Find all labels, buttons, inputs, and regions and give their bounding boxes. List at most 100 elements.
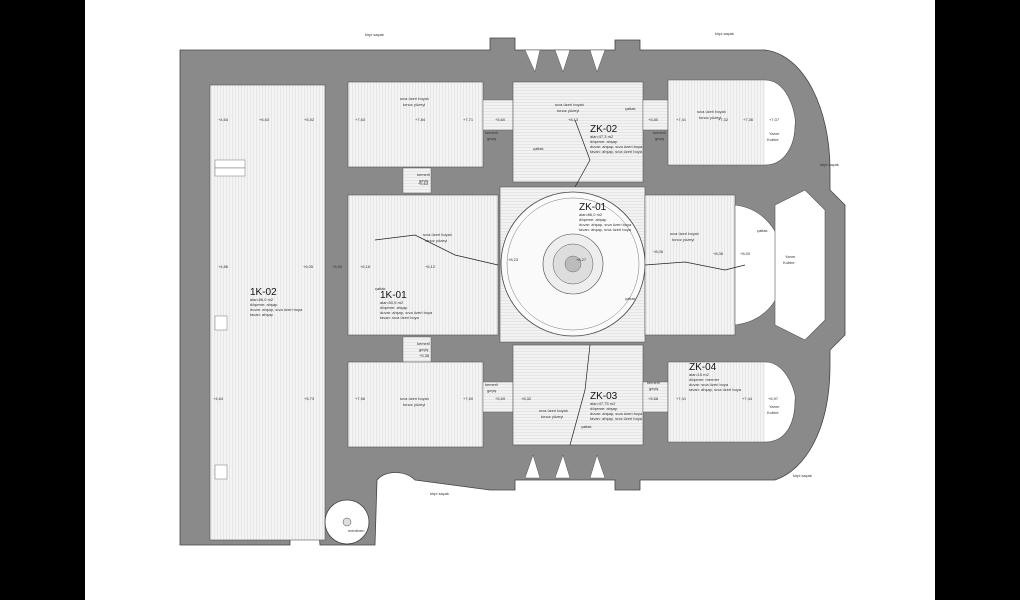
svg-text:alan:15 m2: alan:15 m2	[689, 372, 710, 377]
svg-text:tonoz yüzeyi: tonoz yüzeyi	[699, 115, 721, 120]
svg-text:tavan: ahşap: tavan: ahşap	[250, 312, 274, 317]
svg-text:tavan: sıva üzeri boya: tavan: sıva üzeri boya	[380, 315, 420, 320]
room-1k-01	[347, 194, 499, 336]
svg-text:tonoz yüzeyi: tonoz yüzeyi	[403, 402, 425, 407]
svg-text:+7,32: +7,32	[718, 117, 729, 122]
svg-text:sıva üzeri boyalı: sıva üzeri boyalı	[539, 408, 568, 413]
svg-text:+5,68: +5,68	[648, 396, 659, 401]
svg-text:+8,32: +8,32	[521, 396, 532, 401]
svg-text:döşeme: mermer: döşeme: mermer	[689, 377, 720, 382]
svg-text:merdiven: merdiven	[348, 528, 364, 533]
svg-text:+4,64: +4,64	[213, 396, 224, 401]
svg-text:alan:47,75 m2: alan:47,75 m2	[590, 401, 616, 406]
svg-text:sıva üzeri boyalı: sıva üzeri boyalı	[670, 231, 699, 236]
svg-text:+8,06: +8,06	[653, 249, 664, 254]
svg-text:sıva üzeri boyalı: sıva üzeri boyalı	[697, 109, 726, 114]
svg-text:geçiş: geçiş	[419, 347, 428, 352]
svg-text:çatlak: çatlak	[581, 424, 591, 429]
svg-text:çatlak: çatlak	[533, 146, 543, 151]
svg-text:+7,41: +7,41	[676, 117, 687, 122]
svg-text:duvar: ahşap, sıva üzeri boya: duvar: ahşap, sıva üzeri boya	[590, 411, 643, 416]
room-zk-02	[512, 81, 644, 183]
svg-text:kemerli: kemerli	[485, 130, 498, 135]
svg-text:tonoz yüzeyi: tonoz yüzeyi	[672, 237, 694, 242]
svg-text:+4,86: +4,86	[218, 264, 229, 269]
svg-text:+7,36: +7,36	[743, 117, 754, 122]
svg-text:+5,52: +5,52	[304, 117, 315, 122]
svg-text:+8,00: +8,00	[740, 251, 751, 256]
svg-text:kirpi saçak: kirpi saçak	[430, 491, 449, 496]
floor-plan-canvas: 1K-02 alan:86,0 m2 döşeme: ahşap duvar: …	[85, 0, 935, 600]
svg-text:alan:47,3 m2: alan:47,3 m2	[590, 134, 614, 139]
svg-text:tonoz yüzeyi: tonoz yüzeyi	[541, 414, 563, 419]
svg-text:alan:50,5 m2: alan:50,5 m2	[380, 300, 404, 305]
svg-text:+8,36: +8,36	[713, 251, 724, 256]
room-zk-03	[512, 344, 644, 446]
svg-text:Kubbe: Kubbe	[767, 410, 779, 415]
svg-text:alan:86,0 m2: alan:86,0 m2	[579, 212, 603, 217]
svg-text:+7,41: +7,41	[676, 396, 687, 401]
svg-text:sıva üzeri boyalı: sıva üzeri boyalı	[423, 232, 452, 237]
svg-text:duvar: ahşap, sıva üzeri boya: duvar: ahşap, sıva üzeri boya	[380, 310, 433, 315]
svg-text:kirpi saçak: kirpi saçak	[820, 162, 839, 167]
svg-text:+8,27: +8,27	[576, 257, 587, 262]
svg-text:kemerli: kemerli	[647, 380, 660, 385]
svg-text:+5,38: +5,38	[419, 353, 430, 358]
svg-text:+4,64: +4,64	[218, 117, 229, 122]
svg-text:+7,07: +7,07	[769, 117, 780, 122]
svg-text:döşeme: ahşap: döşeme: ahşap	[380, 305, 408, 310]
svg-text:geçiş: geçiş	[487, 388, 496, 393]
svg-text:Kubbe: Kubbe	[767, 137, 779, 142]
svg-text:Kubbe: Kubbe	[783, 260, 795, 265]
room-id-zk-01: ZK-01	[579, 202, 607, 213]
svg-text:+7,84: +7,84	[415, 117, 426, 122]
svg-text:+5,63: +5,63	[418, 181, 429, 186]
svg-text:+5,50: +5,50	[332, 264, 343, 269]
svg-text:tonoz yüzeyi: tonoz yüzeyi	[403, 102, 425, 107]
svg-text:tavan: ahşap, sıva üzeri boya: tavan: ahşap, sıva üzeri boya	[689, 387, 742, 392]
svg-text:kemerli: kemerli	[653, 130, 666, 135]
svg-text:+7,63: +7,63	[355, 117, 366, 122]
svg-text:kemerli: kemerli	[417, 341, 430, 346]
svg-text:+5,69: +5,69	[495, 396, 506, 401]
svg-text:döşeme: ahşap: döşeme: ahşap	[250, 302, 278, 307]
svg-text:+5,73: +5,73	[304, 396, 315, 401]
svg-text:+6,12: +6,12	[425, 264, 436, 269]
svg-text:duvar: sıva üzeri boya: duvar: sıva üzeri boya	[689, 382, 729, 387]
svg-text:+8,13: +8,13	[568, 117, 579, 122]
floor-plan-drawing: 1K-02 alan:86,0 m2 döşeme: ahşap duvar: …	[179, 31, 846, 546]
svg-text:+7,60: +7,60	[463, 396, 474, 401]
svg-text:kemerli: kemerli	[485, 382, 498, 387]
svg-text:+5,60: +5,60	[495, 117, 506, 122]
svg-text:döşeme: ahşap: döşeme: ahşap	[590, 406, 618, 411]
svg-text:geçiş: geçiş	[487, 136, 496, 141]
svg-text:+8,23: +8,23	[508, 257, 519, 262]
svg-text:duvar: ahşap, sıva üzeri boya: duvar: ahşap, sıva üzeri boya	[250, 307, 303, 312]
svg-text:çatlak: çatlak	[757, 228, 767, 233]
room-id-1k-02: 1K-02	[250, 287, 277, 298]
room-middle-right	[644, 194, 736, 336]
svg-text:+6,97: +6,97	[768, 396, 779, 401]
svg-text:duvar: ahşap, sıva üzeri boya: duvar: ahşap, sıva üzeri boya	[590, 144, 643, 149]
svg-text:+6,63: +6,63	[259, 117, 270, 122]
svg-text:geçiş: geçiş	[649, 386, 658, 391]
room-id-zk-02: ZK-02	[590, 124, 618, 135]
svg-text:Yarım: Yarım	[785, 254, 796, 259]
svg-text:+6,05: +6,05	[303, 264, 314, 269]
svg-text:tavan: ahşap, sıva üzeri boya: tavan: ahşap, sıva üzeri boya	[579, 227, 632, 232]
svg-text:tonoz yüzeyi: tonoz yüzeyi	[557, 108, 579, 113]
svg-text:kirpi saçak: kirpi saçak	[715, 31, 734, 36]
svg-text:+5,80: +5,80	[648, 117, 659, 122]
svg-text:döşeme: ahşap: döşeme: ahşap	[579, 217, 607, 222]
svg-text:çatlak: çatlak	[375, 286, 385, 291]
svg-text:Yarım: Yarım	[769, 404, 780, 409]
svg-text:çatlak: çatlak	[625, 106, 635, 111]
room-id-1k-01: 1K-01	[380, 290, 407, 301]
svg-text:tonoz yüzeyi: tonoz yüzeyi	[425, 238, 447, 243]
svg-text:+6,18: +6,18	[360, 264, 371, 269]
room-id-zk-03: ZK-03	[590, 391, 618, 402]
svg-text:çatlak: çatlak	[625, 296, 635, 301]
svg-text:kirpi saçak: kirpi saçak	[365, 32, 384, 37]
svg-text:tavan: ahşap, sıva üzeri boya: tavan: ahşap, sıva üzeri boya	[590, 149, 643, 154]
svg-text:duvar: ahşap, sıva üzeri boya: duvar: ahşap, sıva üzeri boya	[579, 222, 632, 227]
